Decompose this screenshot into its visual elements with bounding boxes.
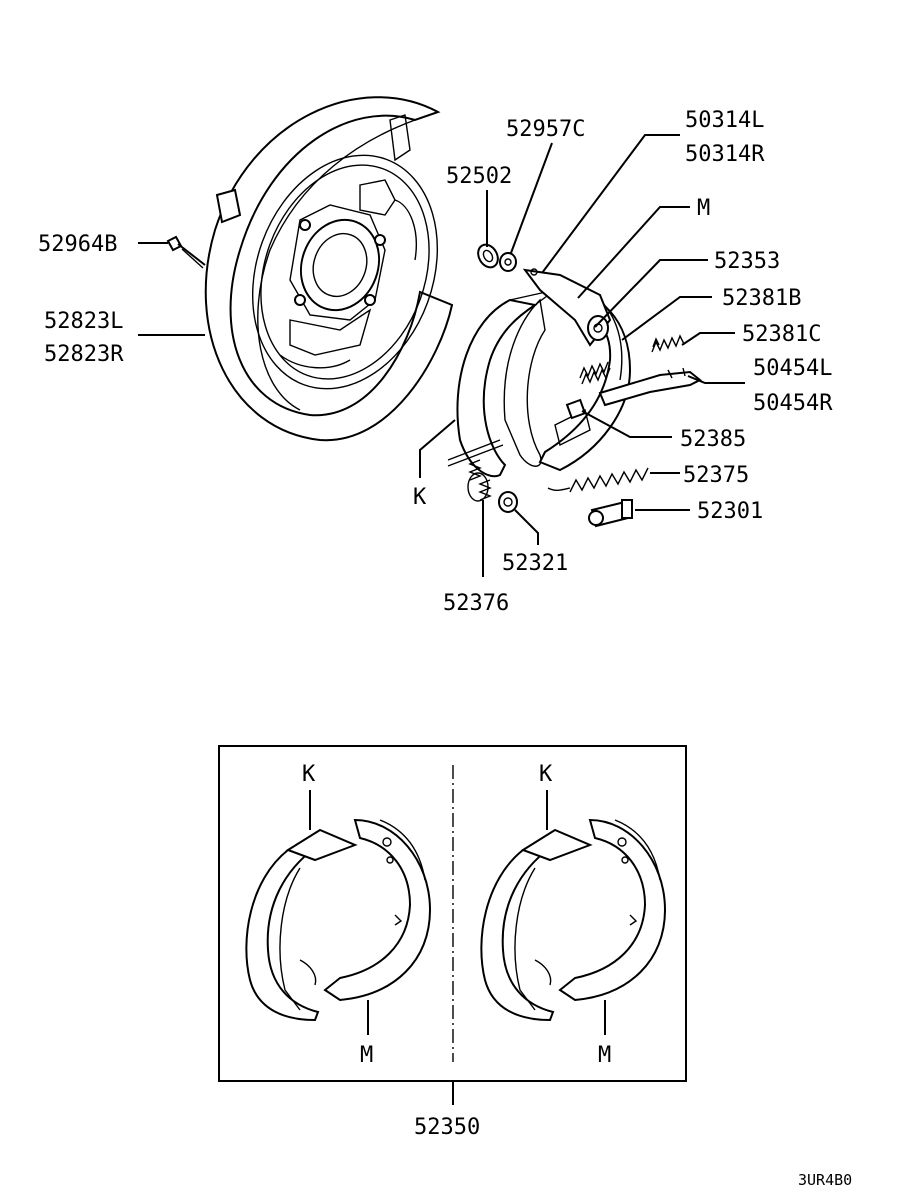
label-52964B: 52964B [38, 232, 117, 257]
leader-lines [138, 134, 745, 577]
washer-52957C [499, 252, 517, 272]
label-50454L: 50454L [753, 356, 832, 381]
label-52823R: 52823R [44, 342, 124, 367]
label-52350: 52350 [414, 1115, 480, 1140]
label-m-right: M [598, 1043, 611, 1068]
backing-plate [204, 96, 454, 442]
label-50314L: 50314L [685, 108, 764, 133]
bolt-52964B [166, 235, 206, 269]
label-52376: 52376 [443, 591, 509, 616]
label-m-left: M [360, 1043, 373, 1068]
shoe-assembly [447, 268, 702, 528]
label-52502: 52502 [446, 164, 512, 189]
shoe-kit-left [245, 790, 432, 1035]
label-52385: 52385 [680, 427, 746, 452]
label-52301: 52301 [697, 499, 763, 524]
label-52381B: 52381B [722, 286, 801, 311]
label-50314R: 50314R [685, 142, 765, 167]
label-52353: 52353 [714, 249, 780, 274]
label-52381C: 52381C [742, 322, 821, 347]
label-52823L: 52823L [44, 309, 123, 334]
label-52321: 52321 [502, 551, 568, 576]
label-52957C: 52957C [506, 117, 585, 142]
clip-52502 [477, 243, 499, 269]
label-k-upper: K [413, 485, 427, 510]
label-50454R: 50454R [753, 391, 833, 416]
label-m-upper: M [697, 196, 710, 221]
part-labels: 52964B 52823L 52823R 52957C 52502 50314L… [38, 108, 852, 1187]
label-k-left: K [302, 762, 316, 787]
drawing-code: 3UR4B0 [798, 1171, 852, 1187]
shoe-kit-right [480, 790, 667, 1035]
shoe-kit-box [218, 745, 687, 1105]
label-52375: 52375 [683, 463, 749, 488]
label-k-right: K [539, 762, 553, 787]
